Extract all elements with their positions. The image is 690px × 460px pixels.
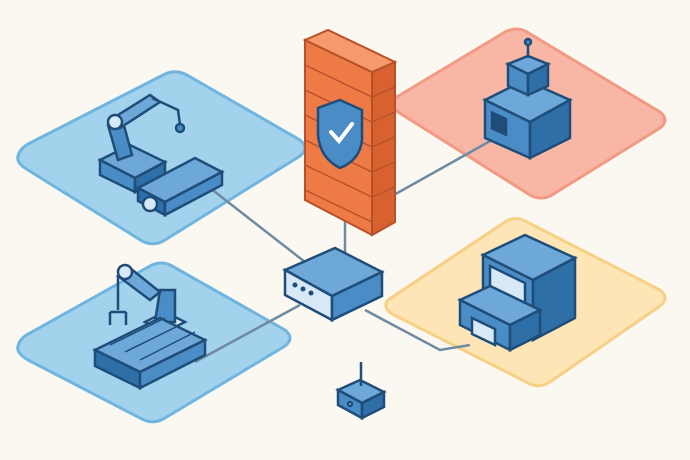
cnc-machine-icon bbox=[457, 233, 578, 353]
robotic-gripper-conveyor-icon bbox=[92, 263, 208, 391]
industrial-controller-icon bbox=[482, 37, 573, 161]
robot-arm-conveyor-icon bbox=[97, 93, 225, 218]
zone-robot-arm bbox=[16, 70, 307, 246]
firewall-shield-icon bbox=[302, 28, 398, 237]
network-router-icon bbox=[282, 246, 385, 323]
link-router-cnc bbox=[364, 308, 471, 352]
link-firewall-controller bbox=[391, 138, 493, 198]
network-links bbox=[194, 138, 493, 364]
iot-sensor-icon bbox=[335, 362, 387, 421]
link-robot-router bbox=[209, 187, 306, 263]
link-gripper-router bbox=[194, 303, 301, 364]
